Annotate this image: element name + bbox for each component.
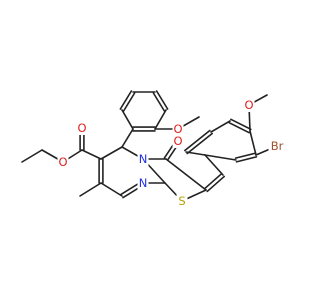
bond-b7-b1 [204, 154, 237, 161]
atom-label-o-ester-carbonyl: O [77, 121, 86, 135]
atom-label-background [137, 176, 149, 190]
bond-c2-exo [203, 172, 223, 190]
bond-r6-r1 [119, 90, 133, 110]
atom-label-n-ring-top: N [139, 152, 148, 166]
bond-r2-r3 [152, 92, 166, 112]
bond-exo-b1 [204, 154, 224, 176]
atom-label-background [268, 139, 286, 153]
bond-c7-c8 [100, 182, 123, 197]
atom-label-background [243, 98, 255, 112]
bond-c2-c3 [165, 158, 207, 191]
bond-r3-r4 [154, 109, 167, 130]
atom-label-br-substituent: Br [271, 139, 284, 153]
atom-label-background [57, 155, 69, 169]
bond-b5-b6 [249, 130, 257, 156]
bond-c5-c6 [100, 146, 123, 160]
bond-b4-b5 [230, 118, 252, 131]
atom-label-n-ring-bottom: N [139, 176, 148, 190]
atom-label-background [172, 122, 184, 136]
atom-label-o-methoxy-phenyl: O [173, 122, 182, 136]
bond-b2-b3 [186, 132, 213, 155]
atom-label-background [176, 194, 188, 208]
bond-r2-r3 [155, 90, 169, 110]
bond-ch2-ch3 [21, 149, 43, 163]
bond-b3-b4 [210, 120, 231, 133]
atom-label-background [137, 152, 149, 166]
bond-b4-b5 [228, 121, 250, 134]
atom-label-o-ester-ether: O [58, 155, 67, 169]
bond-layer [21, 90, 278, 202]
atom-label-background [172, 134, 184, 148]
atom-label-o-methoxy-benzylidene: O [244, 98, 253, 112]
bond-c6-cEst [81, 149, 102, 160]
bond-b6-b7 [235, 156, 258, 163]
bond-r5-c5 [121, 128, 134, 148]
atom-label-o-ketone: O [173, 134, 182, 148]
bond-c7-me7 [79, 182, 102, 197]
atom-label-background [76, 121, 88, 135]
bond-r5-r6 [121, 109, 134, 130]
bond-r6-r1 [122, 92, 136, 112]
bond-c2-exo [206, 175, 226, 193]
bond-b2-b3 [184, 129, 211, 152]
atom-label-s-thiazole: S [178, 194, 185, 208]
bond-b6-b7 [234, 152, 257, 159]
